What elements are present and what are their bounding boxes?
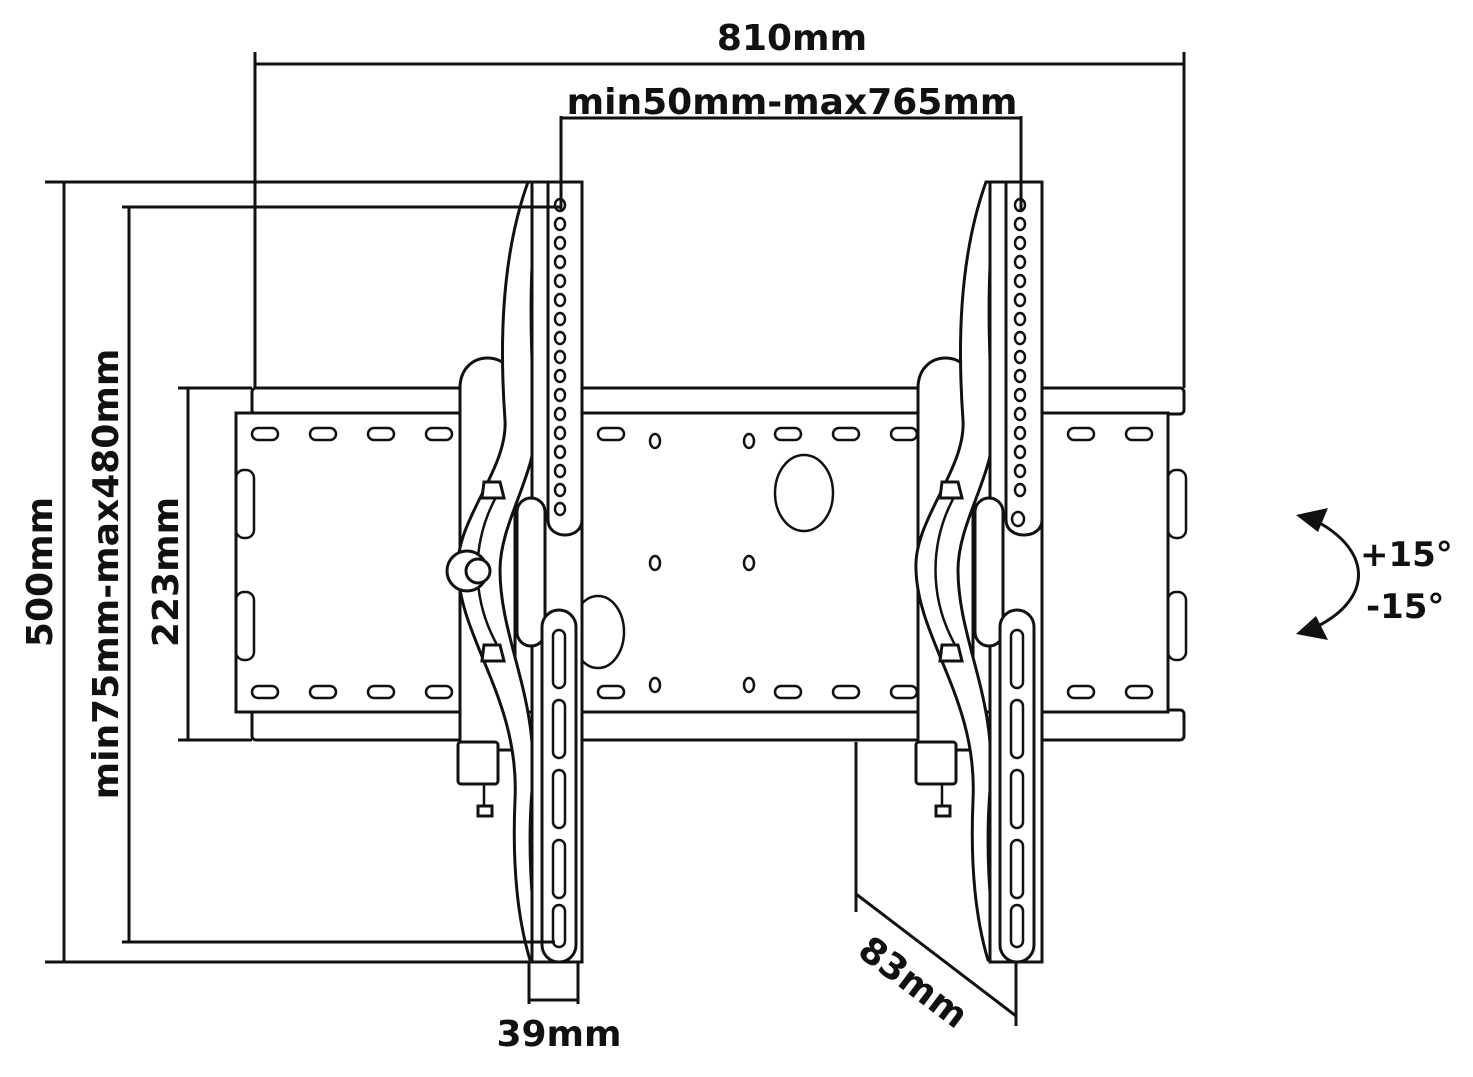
- tilt-bracket-left: [445, 180, 584, 964]
- label-height-total: 500mm: [20, 497, 61, 647]
- dimension-500mm: [45, 180, 530, 964]
- label-tilt-up: +15°: [1360, 535, 1453, 575]
- plate-bolt-holes: [648, 432, 756, 694]
- strap-slots-left: [551, 628, 567, 949]
- plate-cutout-upper: [773, 453, 835, 533]
- strap-holes-left: [553, 197, 567, 517]
- tilt-arrow: [1296, 508, 1360, 640]
- plate-slots-bottom: [250, 684, 1154, 700]
- dimension-vesa-width: [559, 116, 1023, 212]
- label-tilt-down: -15°: [1366, 587, 1444, 627]
- strap-slots-right: [1009, 628, 1025, 949]
- label-width-range: min50mm-max765mm: [567, 82, 1018, 123]
- tilt-bracket-right: [914, 180, 1044, 964]
- label-width-total: 810mm: [717, 18, 867, 59]
- strap-holes-right: [1010, 197, 1027, 528]
- dimension-810mm: [253, 52, 1186, 388]
- label-wall-gap: 83mm: [851, 929, 976, 1037]
- dimension-223mm: [178, 386, 252, 742]
- label-height-range: min75mm-max480mm: [86, 349, 127, 800]
- label-plate-height: 223mm: [146, 497, 187, 647]
- dimension-83mm: [854, 742, 1018, 1026]
- dimension-39mm: [527, 962, 580, 1004]
- dimension-vesa-height: [122, 205, 560, 944]
- label-depth: 39mm: [496, 1014, 621, 1055]
- plate-slots-top: [250, 426, 1154, 442]
